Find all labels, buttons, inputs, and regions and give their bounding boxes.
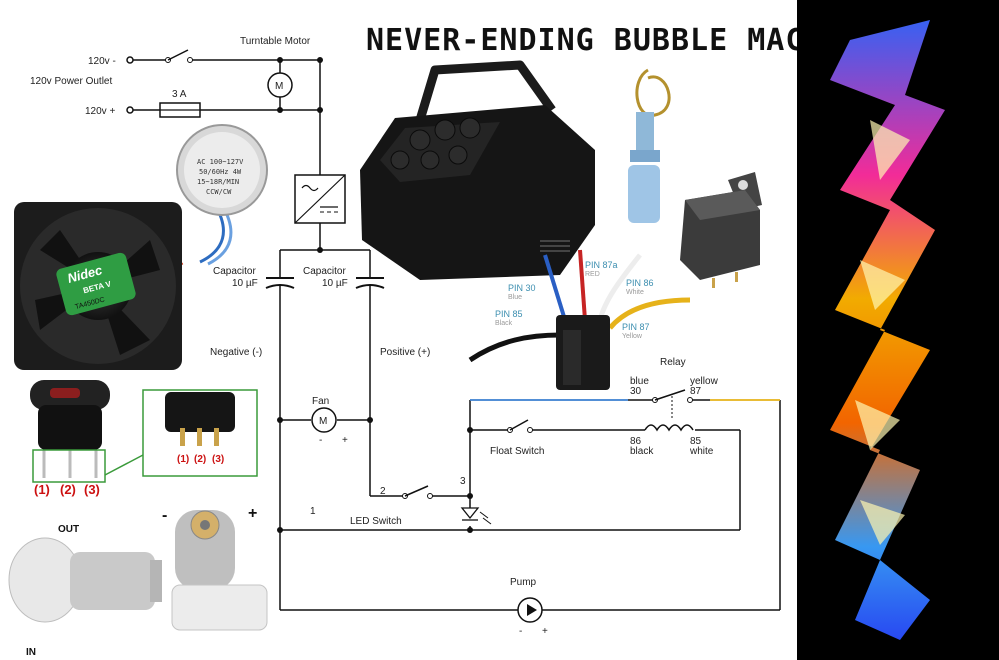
svg-text:Capacitor: Capacitor: [213, 266, 256, 277]
power-pos-label: 120v +: [85, 106, 115, 117]
svg-text:+: +: [248, 505, 257, 522]
svg-text:30: 30: [630, 386, 642, 397]
led-switch-label: LED Switch: [350, 516, 402, 527]
svg-text:15~18R/MIN: 15~18R/MIN: [197, 178, 239, 186]
fan-symbol: M Fan - +: [311, 396, 348, 446]
capacitor-right: Capacitor 10 µF: [303, 266, 385, 289]
svg-text:yellow: yellow: [690, 376, 719, 387]
svg-text:2: 2: [380, 486, 386, 497]
relay-symbol: Relay blue 30 yellow 87 86 black 85 whit…: [630, 357, 719, 457]
ac-dc-converter: [294, 174, 346, 224]
main-switch: [165, 49, 193, 63]
junction-dots: [277, 57, 473, 533]
svg-text:50/60Hz 4W: 50/60Hz 4W: [199, 168, 242, 176]
svg-text:PIN 85: PIN 85: [495, 309, 523, 319]
svg-text:Black: Black: [495, 320, 513, 327]
svg-text:CCW/CW: CCW/CW: [206, 188, 232, 196]
svg-text:(3): (3): [212, 454, 224, 465]
negative-rail-label: Negative (-): [210, 347, 262, 358]
svg-text:-: -: [519, 626, 522, 637]
svg-text:PIN 30: PIN 30: [508, 283, 536, 293]
svg-text:Blue: Blue: [508, 294, 522, 301]
float-switch: Float Switch: [490, 419, 544, 457]
svg-text:PIN 86: PIN 86: [626, 278, 654, 288]
svg-text:Capacitor: Capacitor: [303, 266, 346, 277]
power-outlet-label: 120v Power Outlet: [30, 76, 112, 87]
svg-text:PIN 87a: PIN 87a: [585, 260, 618, 270]
water-pump-photo: OUT IN - +: [8, 505, 268, 658]
pump-label: Pump: [510, 577, 537, 588]
svg-text:Yellow: Yellow: [622, 333, 643, 340]
svg-text:IN: IN: [26, 647, 36, 658]
relay-label: Relay: [660, 357, 686, 368]
bubble-machine-photo: PIN 30 Blue PIN 85 Black PIN 87a RED PIN…: [360, 60, 691, 390]
svg-text:(2): (2): [194, 454, 206, 465]
turntable-label: Turntable Motor: [240, 36, 311, 47]
svg-text:RED: RED: [585, 271, 600, 278]
turntable-motor-photo: AC 100~127V 50/60Hz 4W 15~18R/MIN CCW/CW: [176, 124, 268, 266]
svg-text:(1): (1): [177, 454, 189, 465]
svg-text:OUT: OUT: [58, 524, 79, 535]
svg-text:-: -: [319, 435, 322, 446]
graffiti-art-panel: [797, 0, 999, 660]
svg-text:1: 1: [310, 506, 316, 517]
svg-text:White: White: [626, 289, 644, 296]
svg-text:85: 85: [690, 436, 702, 447]
svg-text:+: +: [542, 626, 548, 637]
rocker-switch-photo: (1) (2) (3) (1) (2) (3): [30, 380, 258, 497]
fuse: 3 A: [159, 89, 201, 118]
svg-text:black: black: [630, 446, 654, 457]
turntable-motor-symbol: M Turntable Motor: [240, 36, 311, 98]
svg-text:(3): (3): [84, 482, 100, 497]
fuse-label: 3 A: [172, 89, 187, 100]
svg-text:+: +: [342, 435, 348, 446]
cooling-fan-photo: Nidec BETA V TA450DC: [14, 202, 184, 370]
svg-text:86: 86: [630, 436, 642, 447]
svg-text:10 µF: 10 µF: [322, 278, 348, 289]
diagram-title: NEVER-ENDING BUBBLE MACHINE: [366, 23, 881, 58]
svg-text:PIN 87: PIN 87: [622, 322, 650, 332]
pump-symbol: Pump - +: [510, 577, 548, 637]
svg-text:10 µF: 10 µF: [232, 278, 258, 289]
svg-text:(1): (1): [34, 482, 50, 497]
svg-text:AC 100~127V: AC 100~127V: [197, 158, 244, 166]
svg-text:blue: blue: [630, 376, 649, 387]
float-sensor-photo: [628, 68, 671, 223]
svg-text:(2): (2): [60, 482, 76, 497]
float-switch-label: Float Switch: [490, 446, 544, 457]
power-input: 120v - 120v Power Outlet 120v +: [30, 56, 134, 117]
svg-text:M: M: [319, 416, 327, 427]
power-neg-label: 120v -: [88, 56, 116, 67]
svg-text:-: -: [162, 507, 167, 524]
capacitor-left: Capacitor 10 µF: [213, 266, 295, 289]
relay-photo: [680, 172, 762, 288]
svg-text:87: 87: [690, 386, 702, 397]
fan-label: Fan: [312, 396, 329, 407]
svg-text:M: M: [275, 81, 283, 92]
wiring: [130, 59, 781, 611]
svg-text:white: white: [689, 446, 714, 457]
svg-text:3: 3: [460, 476, 466, 487]
positive-rail-label: Positive (+): [380, 347, 430, 358]
led-switch: 2 3 1 LED Switch: [310, 476, 492, 527]
